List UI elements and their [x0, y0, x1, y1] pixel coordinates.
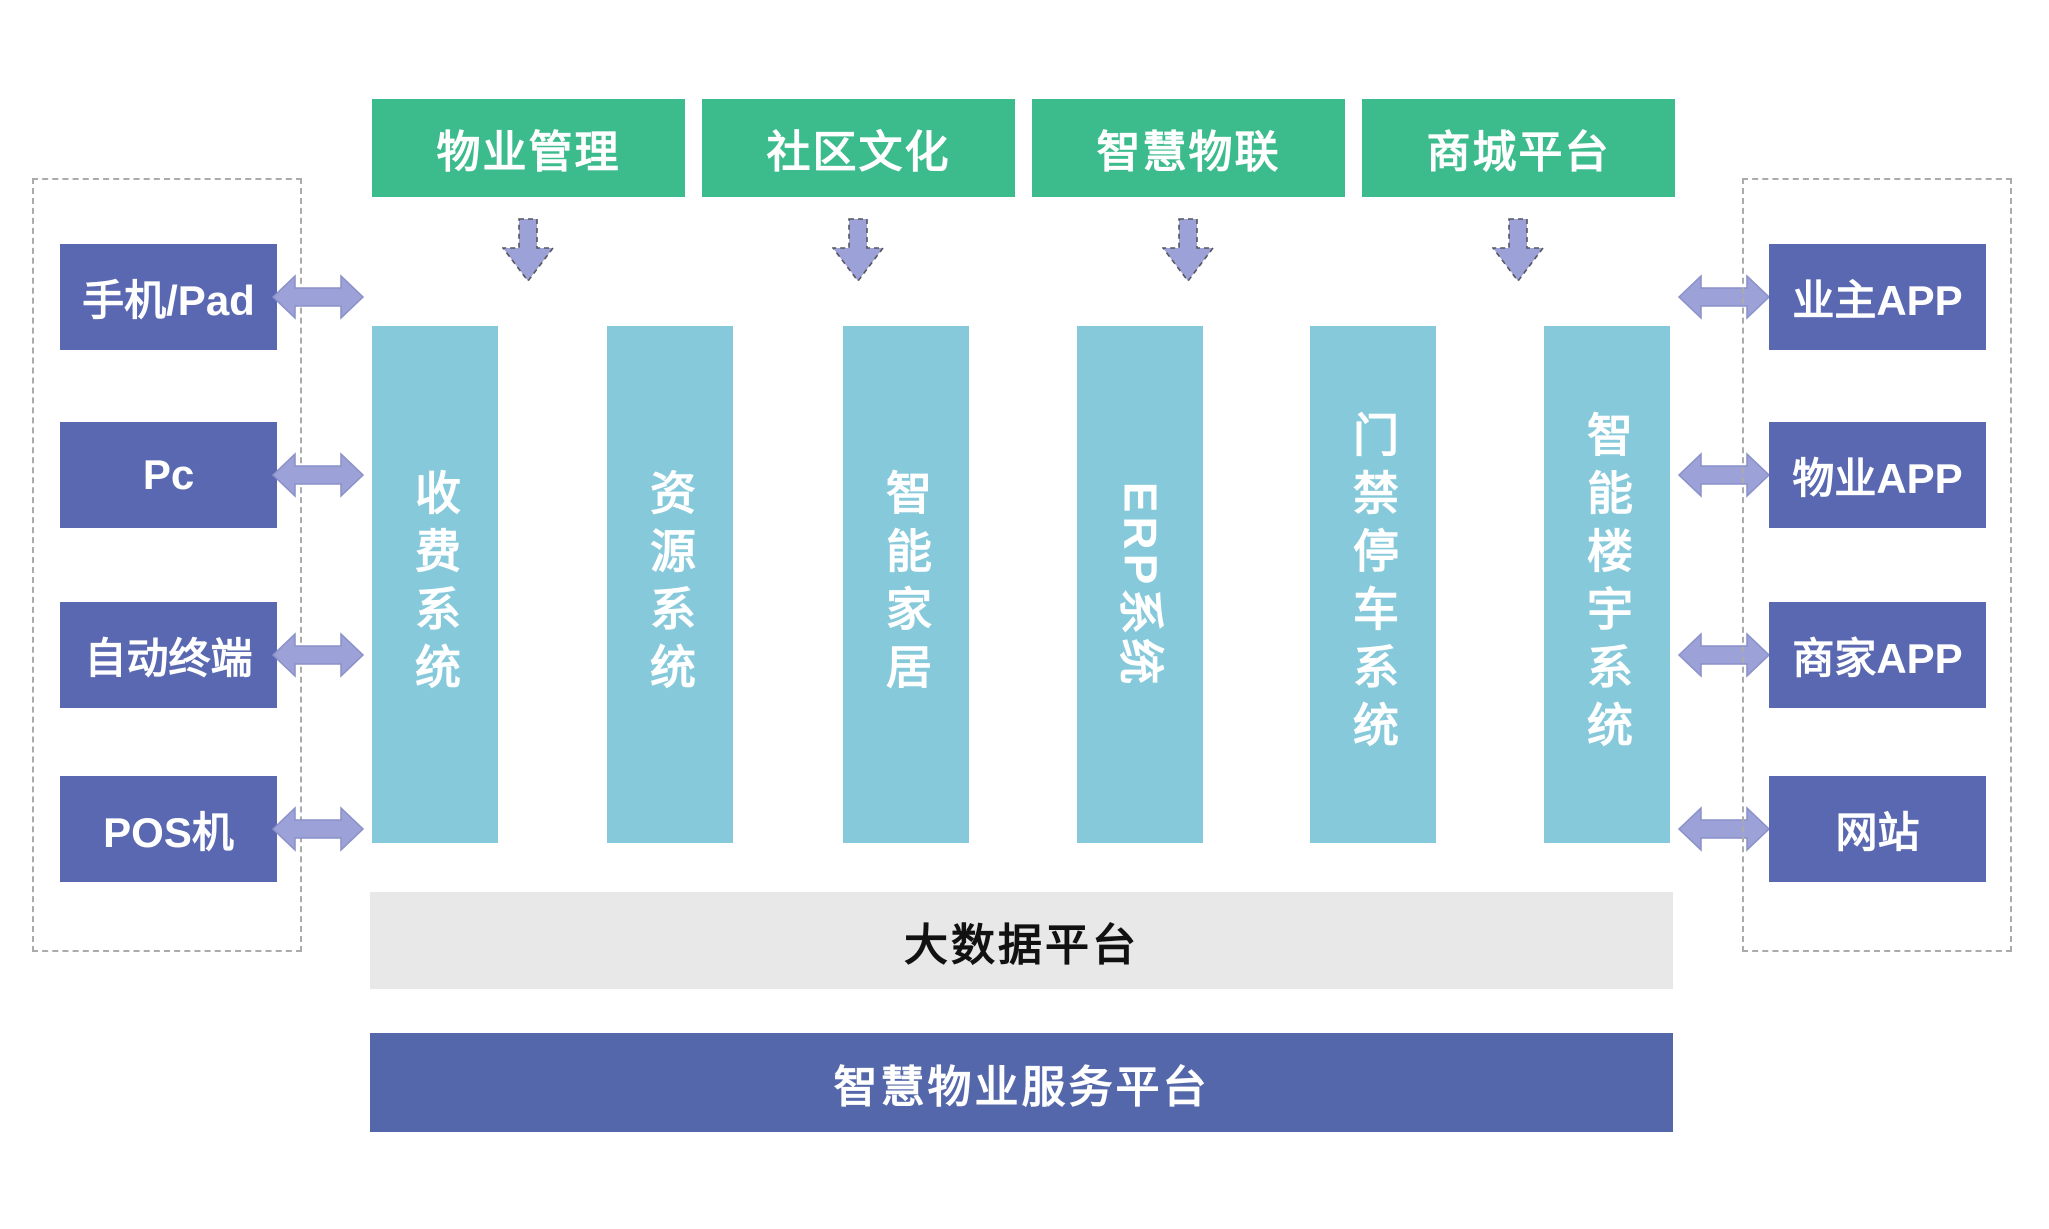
double-arrow-icon — [272, 632, 364, 678]
channel-box-website: 网站 — [1769, 776, 1986, 882]
device-label: 手机/Pad — [82, 276, 255, 324]
down-arrow-icon — [832, 218, 884, 282]
channel-label: 网站 — [1835, 808, 1920, 856]
module-box-property-management: 物业管理 — [372, 99, 685, 197]
module-label: 商城平台 — [1426, 128, 1611, 177]
system-column-smart-building: 智能楼宇系统 — [1544, 326, 1670, 843]
module-label: 智慧物联 — [1096, 128, 1281, 177]
channel-box-property-app: 物业APP — [1769, 422, 1986, 528]
right-channels-panel — [1742, 178, 2012, 952]
channel-box-owner-app: 业主APP — [1769, 244, 1986, 350]
system-label: 资源系统 — [644, 468, 696, 701]
big-data-platform-label: 大数据平台 — [904, 920, 1139, 970]
system-column-resource: 资源系统 — [607, 326, 733, 843]
system-column-fee: 收费系统 — [372, 326, 498, 843]
double-arrow-icon — [272, 806, 364, 852]
module-box-mall-platform: 商城平台 — [1362, 99, 1675, 197]
down-arrow-icon — [502, 218, 554, 282]
device-label: POS机 — [103, 808, 234, 856]
device-label: 自动终端 — [84, 634, 253, 682]
system-column-smart-home: 智能家居 — [843, 326, 969, 843]
device-box-auto-terminal: 自动终端 — [60, 602, 277, 708]
service-platform-label: 智慧物业服务平台 — [833, 1062, 1210, 1112]
device-box-phone-pad: 手机/Pad — [60, 244, 277, 350]
double-arrow-icon — [272, 274, 364, 320]
big-data-platform-bar: 大数据平台 — [370, 892, 1673, 989]
system-label: ERP系统 — [1114, 481, 1166, 688]
device-label: Pc — [142, 451, 195, 498]
service-platform-bar: 智慧物业服务平台 — [370, 1033, 1673, 1132]
module-label: 社区文化 — [766, 128, 951, 177]
channel-label: 业主APP — [1792, 276, 1963, 324]
system-label: 智能楼宇系统 — [1581, 410, 1633, 759]
system-label: 智能家居 — [880, 468, 932, 701]
system-column-erp: ERP系统 — [1077, 326, 1203, 843]
system-column-access-parking: 门禁停车系统 — [1310, 326, 1436, 843]
device-box-pos: POS机 — [60, 776, 277, 882]
double-arrow-icon — [272, 452, 364, 498]
module-box-smart-iot: 智慧物联 — [1032, 99, 1345, 197]
device-box-pc: Pc — [60, 422, 277, 528]
module-box-community-culture: 社区文化 — [702, 99, 1015, 197]
channel-label: 商家APP — [1792, 634, 1963, 682]
channel-label: 物业APP — [1792, 454, 1963, 502]
down-arrow-icon — [1492, 218, 1544, 282]
module-label: 物业管理 — [436, 128, 621, 177]
down-arrow-icon — [1162, 218, 1214, 282]
system-label: 门禁停车系统 — [1347, 410, 1399, 759]
channel-box-merchant-app: 商家APP — [1769, 602, 1986, 708]
left-devices-panel — [32, 178, 302, 952]
system-label: 收费系统 — [409, 468, 461, 701]
